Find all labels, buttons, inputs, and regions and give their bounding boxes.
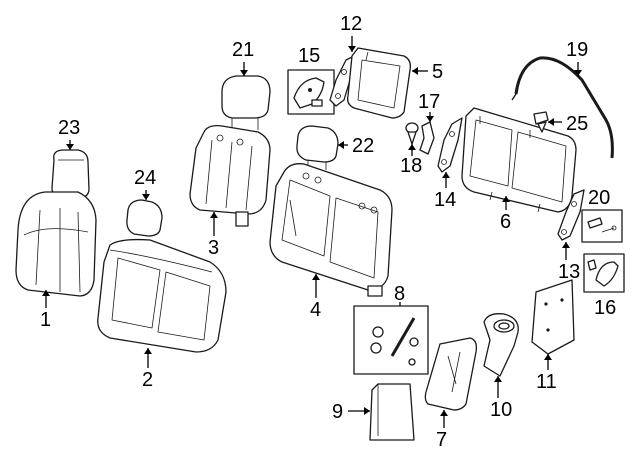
seat-cushion-2 <box>97 238 227 353</box>
headrest-24 <box>126 199 163 237</box>
seat-frame-6 <box>461 107 577 213</box>
svg-text:19: 19 <box>566 39 588 61</box>
svg-text:17: 17 <box>418 91 440 113</box>
hinge-bracket-13 <box>557 189 585 241</box>
callout-13: 13 <box>558 242 580 283</box>
bracket-15 <box>287 69 335 115</box>
callout-1: 1 <box>40 290 51 331</box>
svg-text:25: 25 <box>566 113 588 135</box>
seat-back-4 <box>269 163 393 297</box>
svg-text:16: 16 <box>594 297 616 319</box>
headrest-22 <box>296 125 339 170</box>
clip-17 <box>419 121 435 155</box>
svg-text:23: 23 <box>58 117 80 139</box>
callout-8: 8 <box>394 283 405 306</box>
fastener-25 <box>533 111 549 133</box>
armrest-10 <box>483 313 519 377</box>
callout-12: 12 <box>340 13 362 52</box>
callout-21: 21 <box>232 39 254 76</box>
svg-text:4: 4 <box>310 299 321 321</box>
callouts: 23 24 1 2 21 3 <box>40 13 616 451</box>
callout-18: 18 <box>400 144 422 177</box>
cable-19 <box>511 56 614 159</box>
callout-20: 20 <box>588 187 610 209</box>
svg-text:10: 10 <box>490 399 512 421</box>
svg-text:20: 20 <box>588 187 610 209</box>
callout-15: 15 <box>298 45 320 67</box>
callout-11: 11 <box>536 354 557 393</box>
callout-3: 3 <box>208 212 219 259</box>
headrest-23 <box>51 149 90 199</box>
hardware-kit-8 <box>353 305 429 375</box>
callout-6: 6 <box>500 196 511 233</box>
callout-25: 25 <box>548 113 588 135</box>
svg-text:11: 11 <box>536 371 557 393</box>
svg-text:13: 13 <box>558 261 580 283</box>
callout-16: 16 <box>594 297 616 319</box>
seat-back-3 <box>189 124 271 227</box>
svg-text:1: 1 <box>40 309 51 331</box>
callout-4: 4 <box>310 274 321 321</box>
callout-22: 22 <box>338 135 374 157</box>
headrest-21 <box>221 75 271 130</box>
cover-16 <box>583 253 625 293</box>
svg-text:6: 6 <box>500 211 511 233</box>
callout-7: 7 <box>436 410 448 451</box>
callout-10: 10 <box>490 376 512 421</box>
svg-text:9: 9 <box>332 401 343 423</box>
callout-24: 24 <box>134 167 156 200</box>
svg-text:3: 3 <box>208 237 219 259</box>
svg-text:7: 7 <box>436 429 447 451</box>
callout-17: 17 <box>418 91 440 122</box>
callout-23: 23 <box>58 117 80 150</box>
cushion-pad-7 <box>424 337 478 411</box>
svg-text:21: 21 <box>232 39 254 61</box>
svg-text:8: 8 <box>394 283 405 305</box>
svg-text:2: 2 <box>142 369 153 391</box>
block-9 <box>369 383 415 441</box>
bolt-18 <box>405 122 419 145</box>
svg-text:24: 24 <box>134 167 156 189</box>
svg-text:22: 22 <box>352 135 374 157</box>
callout-5: 5 <box>412 61 443 83</box>
callout-9: 9 <box>332 401 370 423</box>
callout-14: 14 <box>434 172 456 211</box>
seat-back-1 <box>15 191 97 297</box>
callout-19: 19 <box>566 39 588 76</box>
hinge-bracket-14 <box>437 117 463 173</box>
svg-text:5: 5 <box>432 61 443 83</box>
svg-text:15: 15 <box>298 45 320 67</box>
seat-back-frame-5 <box>346 47 412 119</box>
panel-11 <box>531 279 575 355</box>
svg-text:18: 18 <box>400 155 422 177</box>
svg-text:12: 12 <box>340 13 362 35</box>
svg-text:14: 14 <box>434 189 456 211</box>
pin-kit-20 <box>581 209 623 243</box>
callout-2: 2 <box>142 348 153 391</box>
